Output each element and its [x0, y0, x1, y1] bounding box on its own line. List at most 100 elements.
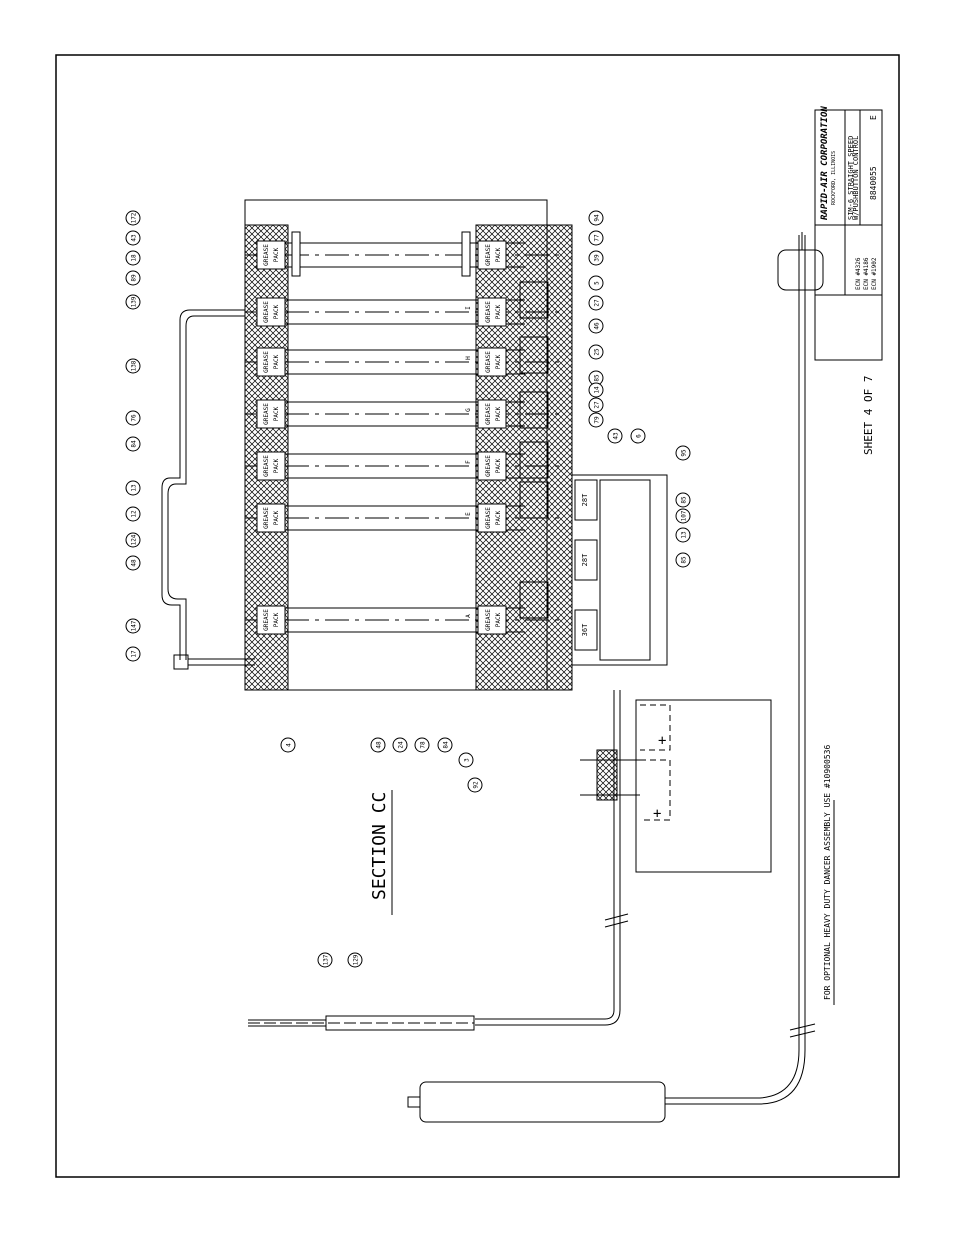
- gear: [574, 539, 598, 581]
- shaft-letter: G: [465, 408, 472, 412]
- callout-number: 84: [131, 440, 138, 448]
- callout-bubble: [280, 737, 296, 753]
- section-title: SECTION CC: [369, 792, 390, 900]
- break-mark-2: [604, 920, 629, 928]
- shaft-letter: I: [465, 306, 472, 310]
- callout-bubble: [588, 210, 604, 226]
- bearing-left: [256, 297, 286, 327]
- callout-bubble: [675, 445, 691, 461]
- plus-mark-2: +: [653, 806, 661, 822]
- callout-number: 85: [681, 496, 688, 504]
- callout-number: 12: [131, 510, 138, 518]
- grease-label: GREASE: [485, 301, 492, 323]
- callout-number: 48: [376, 741, 383, 749]
- callout-number: 13: [131, 484, 138, 492]
- callout-number: 18: [131, 254, 138, 262]
- clutch: [519, 281, 549, 319]
- callout-number: 85: [594, 374, 601, 382]
- callout-bubble: [370, 737, 386, 753]
- callout-bubble: [392, 737, 408, 753]
- callout-number: 43: [613, 432, 620, 440]
- callout-bubble: [675, 552, 691, 568]
- callout-bubble: [437, 737, 453, 753]
- shaft-letter: E: [465, 512, 472, 516]
- break-mark: [604, 913, 629, 921]
- long-cable: [665, 235, 800, 1099]
- callout-bubble: [125, 250, 141, 266]
- callout-number: 43: [131, 234, 138, 242]
- dancer-note: FOR OPTIONAL HEAVY DUTY DANCER ASSEMBLY …: [823, 745, 832, 1000]
- callout-bubble: [588, 250, 604, 266]
- callout-number: 137: [323, 954, 330, 965]
- page-border: [55, 54, 900, 1178]
- grease-label: GREASE: [485, 244, 492, 266]
- company-location: ROCKFORD, ILLINOIS: [831, 151, 837, 205]
- cable-line-2: [475, 690, 615, 1020]
- callout-number: 14: [594, 386, 601, 394]
- callout-number: 76: [131, 414, 138, 422]
- bearing-right: [477, 399, 507, 429]
- callout-bubble: [588, 295, 604, 311]
- shaft-letter: F: [465, 460, 472, 464]
- grease-label: GREASE: [263, 351, 270, 373]
- ecn-2: ECN #4186: [863, 257, 870, 290]
- pack-label: PACK: [273, 612, 280, 627]
- grease-label: GREASE: [263, 455, 270, 477]
- callout-bubble: [607, 428, 623, 444]
- shaft-letter: H: [465, 356, 472, 360]
- callout-bubble: [125, 532, 141, 548]
- callout-bubble: [588, 318, 604, 334]
- shaft-letter: A: [465, 614, 472, 618]
- cable-line: [475, 690, 621, 1026]
- callout-bubble: [588, 412, 604, 428]
- grease-label: GREASE: [263, 403, 270, 425]
- grease-label: GREASE: [485, 351, 492, 373]
- callout-bubble: [125, 294, 141, 310]
- callout-bubble: [125, 436, 141, 452]
- callout-number: 48: [131, 559, 138, 567]
- callout-number: 78: [420, 741, 427, 749]
- title-line-1: SIM-6 STRAIGHT SPEED: [847, 136, 855, 220]
- bearing-right: [477, 297, 507, 327]
- break-mark-4: [789, 1030, 816, 1038]
- bearing-left: [256, 605, 286, 635]
- left-cable-2: [167, 315, 245, 660]
- bearing-right: [477, 605, 507, 635]
- callout-number: 89: [131, 274, 138, 282]
- callout-number: 13: [681, 531, 688, 539]
- callout-number: 46: [594, 322, 601, 330]
- pack-label: PACK: [495, 247, 502, 262]
- pack-label: PACK: [273, 406, 280, 421]
- pack-label: PACK: [495, 406, 502, 421]
- callout-number: 124: [131, 534, 138, 545]
- callout-number: 4: [286, 743, 293, 747]
- bearing-left: [256, 503, 286, 533]
- grease-label: GREASE: [485, 609, 492, 631]
- clutch: [519, 336, 549, 374]
- bearing-right: [477, 451, 507, 481]
- callout-number: 27: [594, 401, 601, 409]
- plus-mark: +: [658, 733, 666, 749]
- gear-panel-inner: [599, 479, 651, 661]
- bearing-left: [256, 399, 286, 429]
- ecn-3: ECN #1902: [871, 257, 878, 290]
- clutch: [519, 441, 549, 479]
- callout-bubble: [588, 397, 604, 413]
- callout-number: 6: [636, 434, 643, 438]
- gear-label: 28T: [581, 493, 589, 506]
- callout-bubble: [630, 428, 646, 444]
- flange: [461, 231, 471, 277]
- gear: [574, 479, 598, 521]
- gear: [574, 609, 598, 651]
- bearing-right: [477, 240, 507, 270]
- callout-number: 138: [131, 360, 138, 371]
- callout-bubble: [125, 506, 141, 522]
- bearing-right: [477, 503, 507, 533]
- gear-panel: [571, 474, 668, 666]
- shaft-group: GREASEPACKGREASEPACKNGREASEPACKGREASEPAC…: [245, 231, 598, 651]
- break-mark-3: [789, 1023, 816, 1031]
- callout-bubble: [125, 618, 141, 634]
- revision: E: [869, 115, 878, 120]
- gear-label: 36T: [581, 623, 589, 636]
- callout-bubble: [125, 480, 141, 496]
